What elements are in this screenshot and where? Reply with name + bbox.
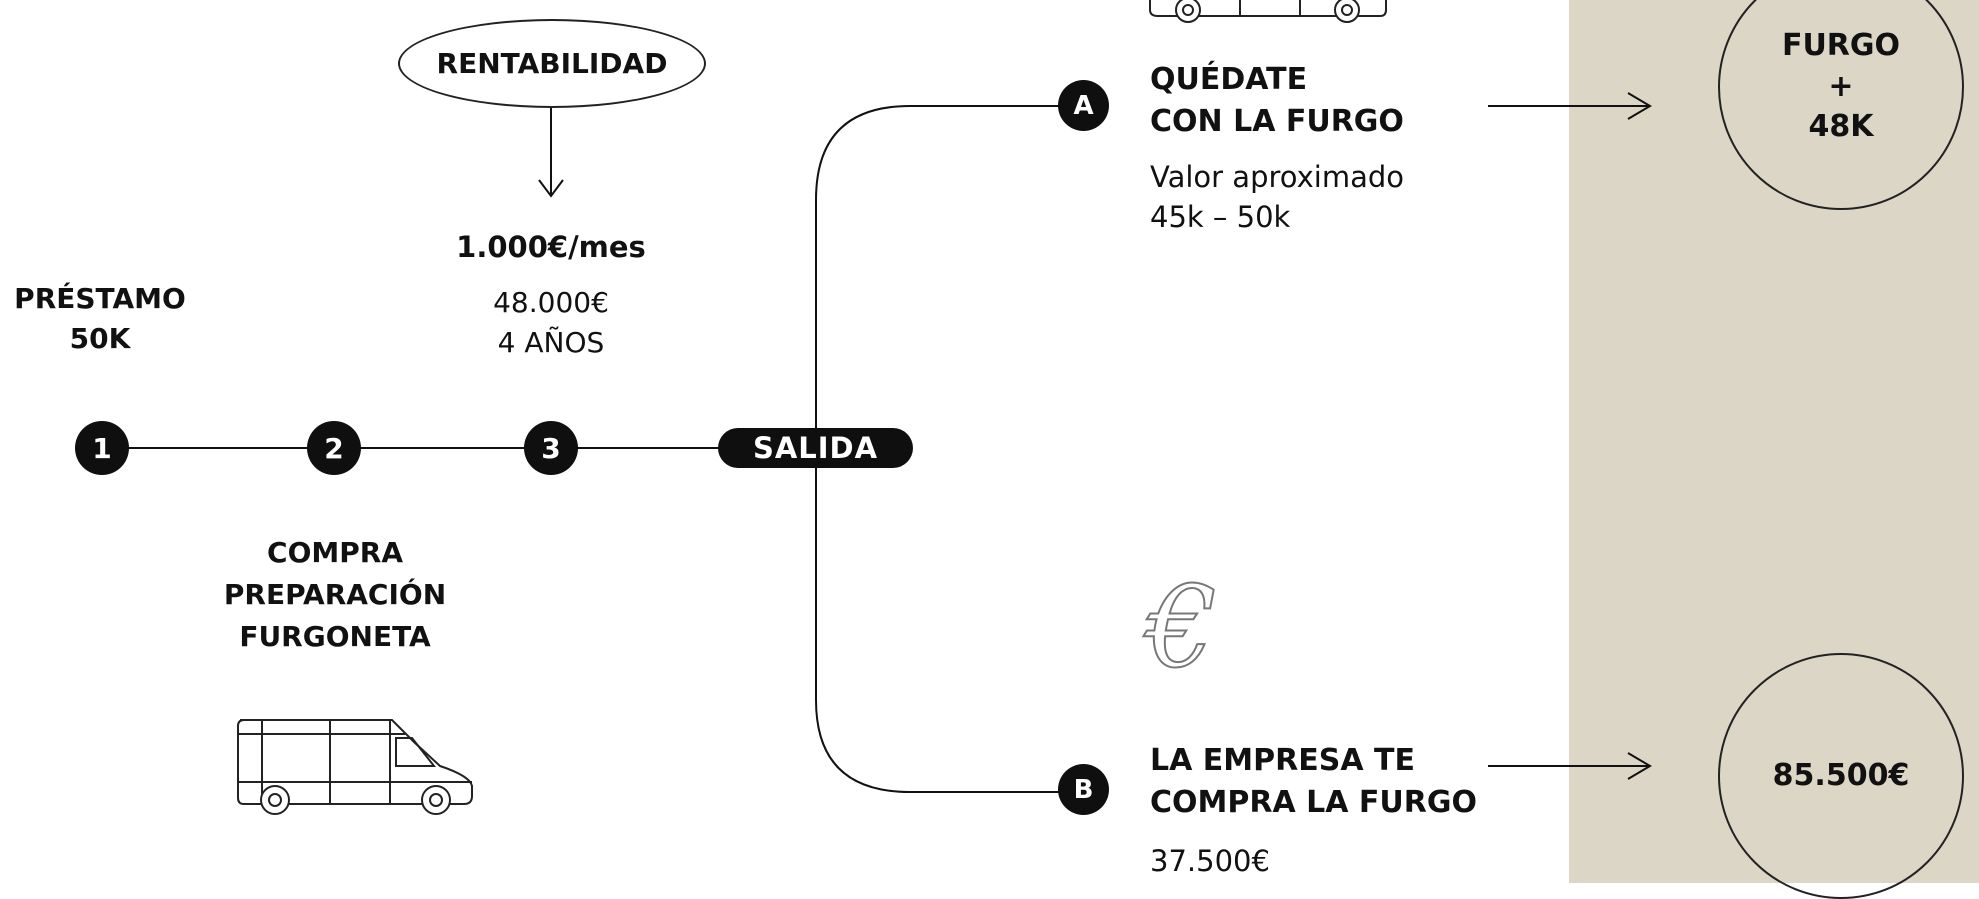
result-b-value: 85.500€ bbox=[1772, 757, 1910, 793]
option-b-title-2: COMPRA LA FURGO bbox=[1150, 785, 1477, 820]
van-icon bbox=[237, 719, 473, 815]
branch-b-line bbox=[815, 468, 1080, 793]
option-a-desc-1: Valor aproximado bbox=[1150, 160, 1405, 194]
result-a-line-2: + bbox=[1828, 68, 1854, 104]
option-a-badge: A bbox=[1058, 80, 1109, 131]
purchase-line-3: FURGONETA bbox=[239, 620, 431, 653]
step-3-dot: 3 bbox=[524, 421, 578, 475]
purchase-line-2: PREPARACIÓN bbox=[223, 578, 447, 611]
option-a-title-1: QUÉDATE bbox=[1150, 62, 1308, 97]
branch-a-line bbox=[815, 105, 1080, 448]
income-duration: 4 AÑOS bbox=[497, 326, 605, 359]
arrow-right-icon bbox=[1488, 752, 1652, 780]
option-b-title-1: LA EMPRESA TE bbox=[1150, 743, 1415, 778]
van-icon bbox=[1149, 0, 1387, 23]
arrow-down-icon bbox=[538, 104, 564, 198]
result-b-circle: 85.500€ bbox=[1718, 653, 1964, 899]
total-income: 48.000€ bbox=[493, 286, 609, 319]
purchase-line-1: COMPRA bbox=[267, 536, 403, 569]
step-1-dot: 1 bbox=[75, 421, 129, 475]
rentabilidad-label: RENTABILIDAD bbox=[436, 47, 668, 80]
step-2-dot: 2 bbox=[307, 421, 361, 475]
result-a-line-3: 48K bbox=[1808, 109, 1874, 145]
euro-icon: € bbox=[1145, 563, 1218, 693]
option-b-value: 37.500€ bbox=[1150, 844, 1270, 878]
result-a-circle: FURGO + 48K bbox=[1718, 0, 1964, 210]
rentabilidad-ellipse: RENTABILIDAD bbox=[398, 19, 706, 108]
monthly-income: 1.000€/mes bbox=[456, 230, 646, 264]
loan-label: PRÉSTAMO bbox=[14, 282, 186, 315]
result-a-line-1: FURGO bbox=[1781, 28, 1901, 64]
loan-amount: 50K bbox=[69, 322, 131, 355]
salida-pill: SALIDA bbox=[718, 428, 913, 468]
option-a-desc-2: 45k – 50k bbox=[1150, 200, 1291, 234]
option-a-title-2: CON LA FURGO bbox=[1150, 104, 1404, 139]
arrow-right-icon bbox=[1488, 92, 1652, 120]
option-b-badge: B bbox=[1058, 764, 1109, 815]
salida-label: SALIDA bbox=[752, 431, 879, 465]
